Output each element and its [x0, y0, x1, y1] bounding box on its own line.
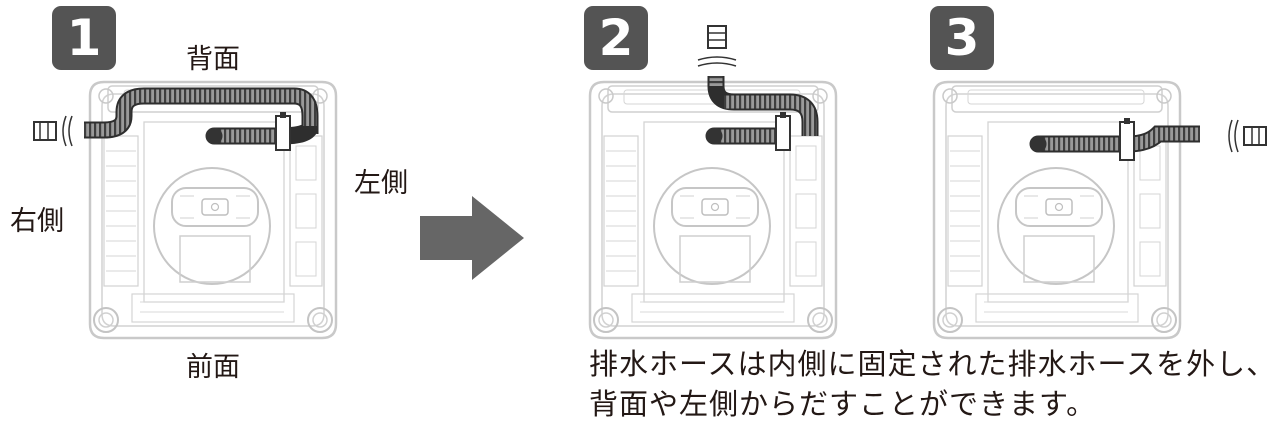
washer-diagram-step-1 — [84, 80, 338, 340]
instruction-caption: 排水ホースは内側に固定された排水ホースを外し、 背面や左側からだすことができます… — [589, 344, 1268, 424]
hose-end-step-3 — [1228, 119, 1267, 153]
hose-end-step-1 — [33, 115, 73, 147]
washer-diagram-step-2 — [588, 76, 838, 340]
label-front: 前面 — [186, 352, 240, 383]
step-2-badge: 2 — [584, 6, 648, 70]
hose-end-step-2 — [697, 25, 737, 67]
caption-line-1: 排水ホースは内側に固定された排水ホースを外し、 — [589, 347, 1268, 381]
label-back: 背面 — [186, 44, 240, 75]
arrow-right-icon — [420, 196, 524, 280]
label-right: 右側 — [10, 206, 64, 237]
step-3-badge: 3 — [930, 6, 994, 70]
label-left: 左側 — [354, 168, 408, 199]
caption-line-2: 背面や左側からだすことができます。 — [589, 387, 1097, 421]
washer-diagram-step-3 — [932, 80, 1200, 340]
step-1-badge: 1 — [52, 6, 116, 70]
